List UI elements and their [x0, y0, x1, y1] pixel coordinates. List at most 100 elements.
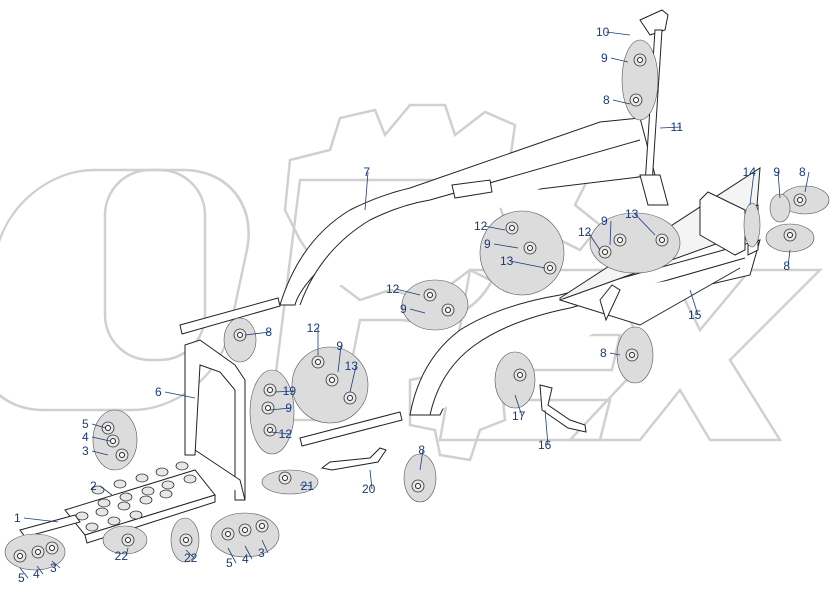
part-callout-5: 5 — [18, 571, 25, 585]
part-7-upper-fender — [279, 117, 656, 306]
fastener-hole — [797, 197, 803, 203]
leader-line — [544, 409, 549, 446]
leader-line — [125, 547, 129, 557]
leader-line — [349, 365, 357, 393]
leader-line — [609, 220, 612, 246]
leader-line — [364, 171, 369, 211]
part-callout-9: 9 — [336, 339, 343, 353]
fastener-hole — [119, 452, 125, 458]
fastener-hole — [242, 527, 248, 533]
step-hole — [91, 485, 105, 495]
fastener-hole — [267, 387, 273, 393]
leader-line — [51, 560, 61, 569]
step-hole — [161, 480, 175, 490]
part-callout-8: 8 — [265, 325, 272, 339]
part-callout-13: 13 — [625, 207, 639, 221]
part-callout-14: 14 — [743, 165, 757, 179]
part-callout-22: 22 — [184, 551, 198, 565]
bolt-oval — [261, 469, 319, 495]
leader-line — [804, 171, 810, 193]
leader-line — [91, 450, 109, 456]
step-hole — [183, 474, 197, 484]
leader-line — [299, 484, 313, 487]
leader-line — [91, 423, 107, 429]
leader-line — [337, 345, 342, 373]
fastener-hole — [547, 265, 553, 271]
fastener-hole — [17, 553, 23, 559]
fastener-hole — [517, 372, 523, 378]
fastener-hole — [617, 237, 623, 243]
part-callout-9: 9 — [601, 214, 608, 228]
leader-line — [659, 126, 682, 129]
leader-line — [274, 390, 295, 393]
leader-line — [261, 539, 269, 554]
part-callout-8: 8 — [799, 165, 806, 179]
step-hole — [117, 501, 131, 511]
step-hole — [95, 507, 109, 517]
part-callout-1: 1 — [14, 511, 21, 525]
leader-line — [787, 249, 791, 267]
leader-line — [609, 352, 621, 356]
part-16-handle — [539, 384, 587, 433]
fastener-hole — [415, 483, 421, 489]
step-hole — [85, 522, 99, 532]
part-callout-9: 9 — [773, 165, 780, 179]
part-callout-19: 19 — [283, 384, 297, 398]
plate-oval — [743, 202, 761, 248]
part-callout-8: 8 — [600, 346, 607, 360]
fastener-hole — [35, 549, 41, 555]
leader-line — [395, 288, 421, 296]
nut-group-oval — [479, 210, 565, 296]
part-lower-strip — [299, 411, 403, 447]
step-hole — [107, 516, 121, 526]
bolt-oval — [621, 39, 659, 121]
part-callout-5: 5 — [226, 556, 233, 570]
leader-line — [19, 567, 29, 579]
fastener-hole — [265, 405, 271, 411]
watermark-gear — [283, 103, 602, 302]
watermark-letter-x — [567, 268, 824, 442]
part-callout-15: 15 — [688, 308, 702, 322]
part-callout-12: 12 — [474, 219, 488, 233]
step-hole — [139, 495, 153, 505]
fastener-hole — [445, 307, 451, 313]
leader-line — [493, 243, 519, 249]
fastener-hole — [237, 332, 243, 338]
fastener-hole — [629, 352, 635, 358]
fastener-hole — [125, 537, 131, 543]
part-callout-16: 16 — [538, 438, 552, 452]
leader-line — [227, 547, 237, 564]
step-hole — [129, 510, 143, 520]
fastener-hole — [347, 395, 353, 401]
fastener-hole — [259, 523, 265, 529]
part-callout-9: 9 — [285, 401, 292, 415]
leader-line — [164, 391, 196, 399]
step-hole — [141, 486, 155, 496]
part-callout-8: 8 — [603, 93, 610, 107]
leader-line — [269, 431, 291, 435]
step-hole — [135, 473, 149, 483]
leader-line — [36, 565, 44, 575]
part-callout-12: 12 — [386, 282, 400, 296]
part-11-support-rod — [599, 9, 669, 322]
step-hole — [175, 461, 189, 471]
leader-line — [419, 449, 424, 471]
part-callout-6: 6 — [155, 385, 162, 399]
leader-line — [605, 31, 631, 36]
fastener-hole — [105, 425, 111, 431]
fastener-hole — [509, 225, 515, 231]
part-callout-9: 9 — [601, 51, 608, 65]
part-callout-5: 5 — [82, 417, 89, 431]
fastener-hole — [225, 531, 231, 537]
leader-line — [749, 171, 755, 206]
step-hole — [159, 489, 173, 499]
leader-line — [244, 331, 271, 336]
step-hole — [113, 479, 127, 489]
part-callout-3: 3 — [50, 561, 57, 575]
leader-line — [777, 171, 781, 199]
step-hole — [119, 492, 133, 502]
fastener-hole — [282, 475, 288, 481]
part-callout-21: 21 — [301, 479, 315, 493]
part-callout-2: 2 — [90, 479, 97, 493]
